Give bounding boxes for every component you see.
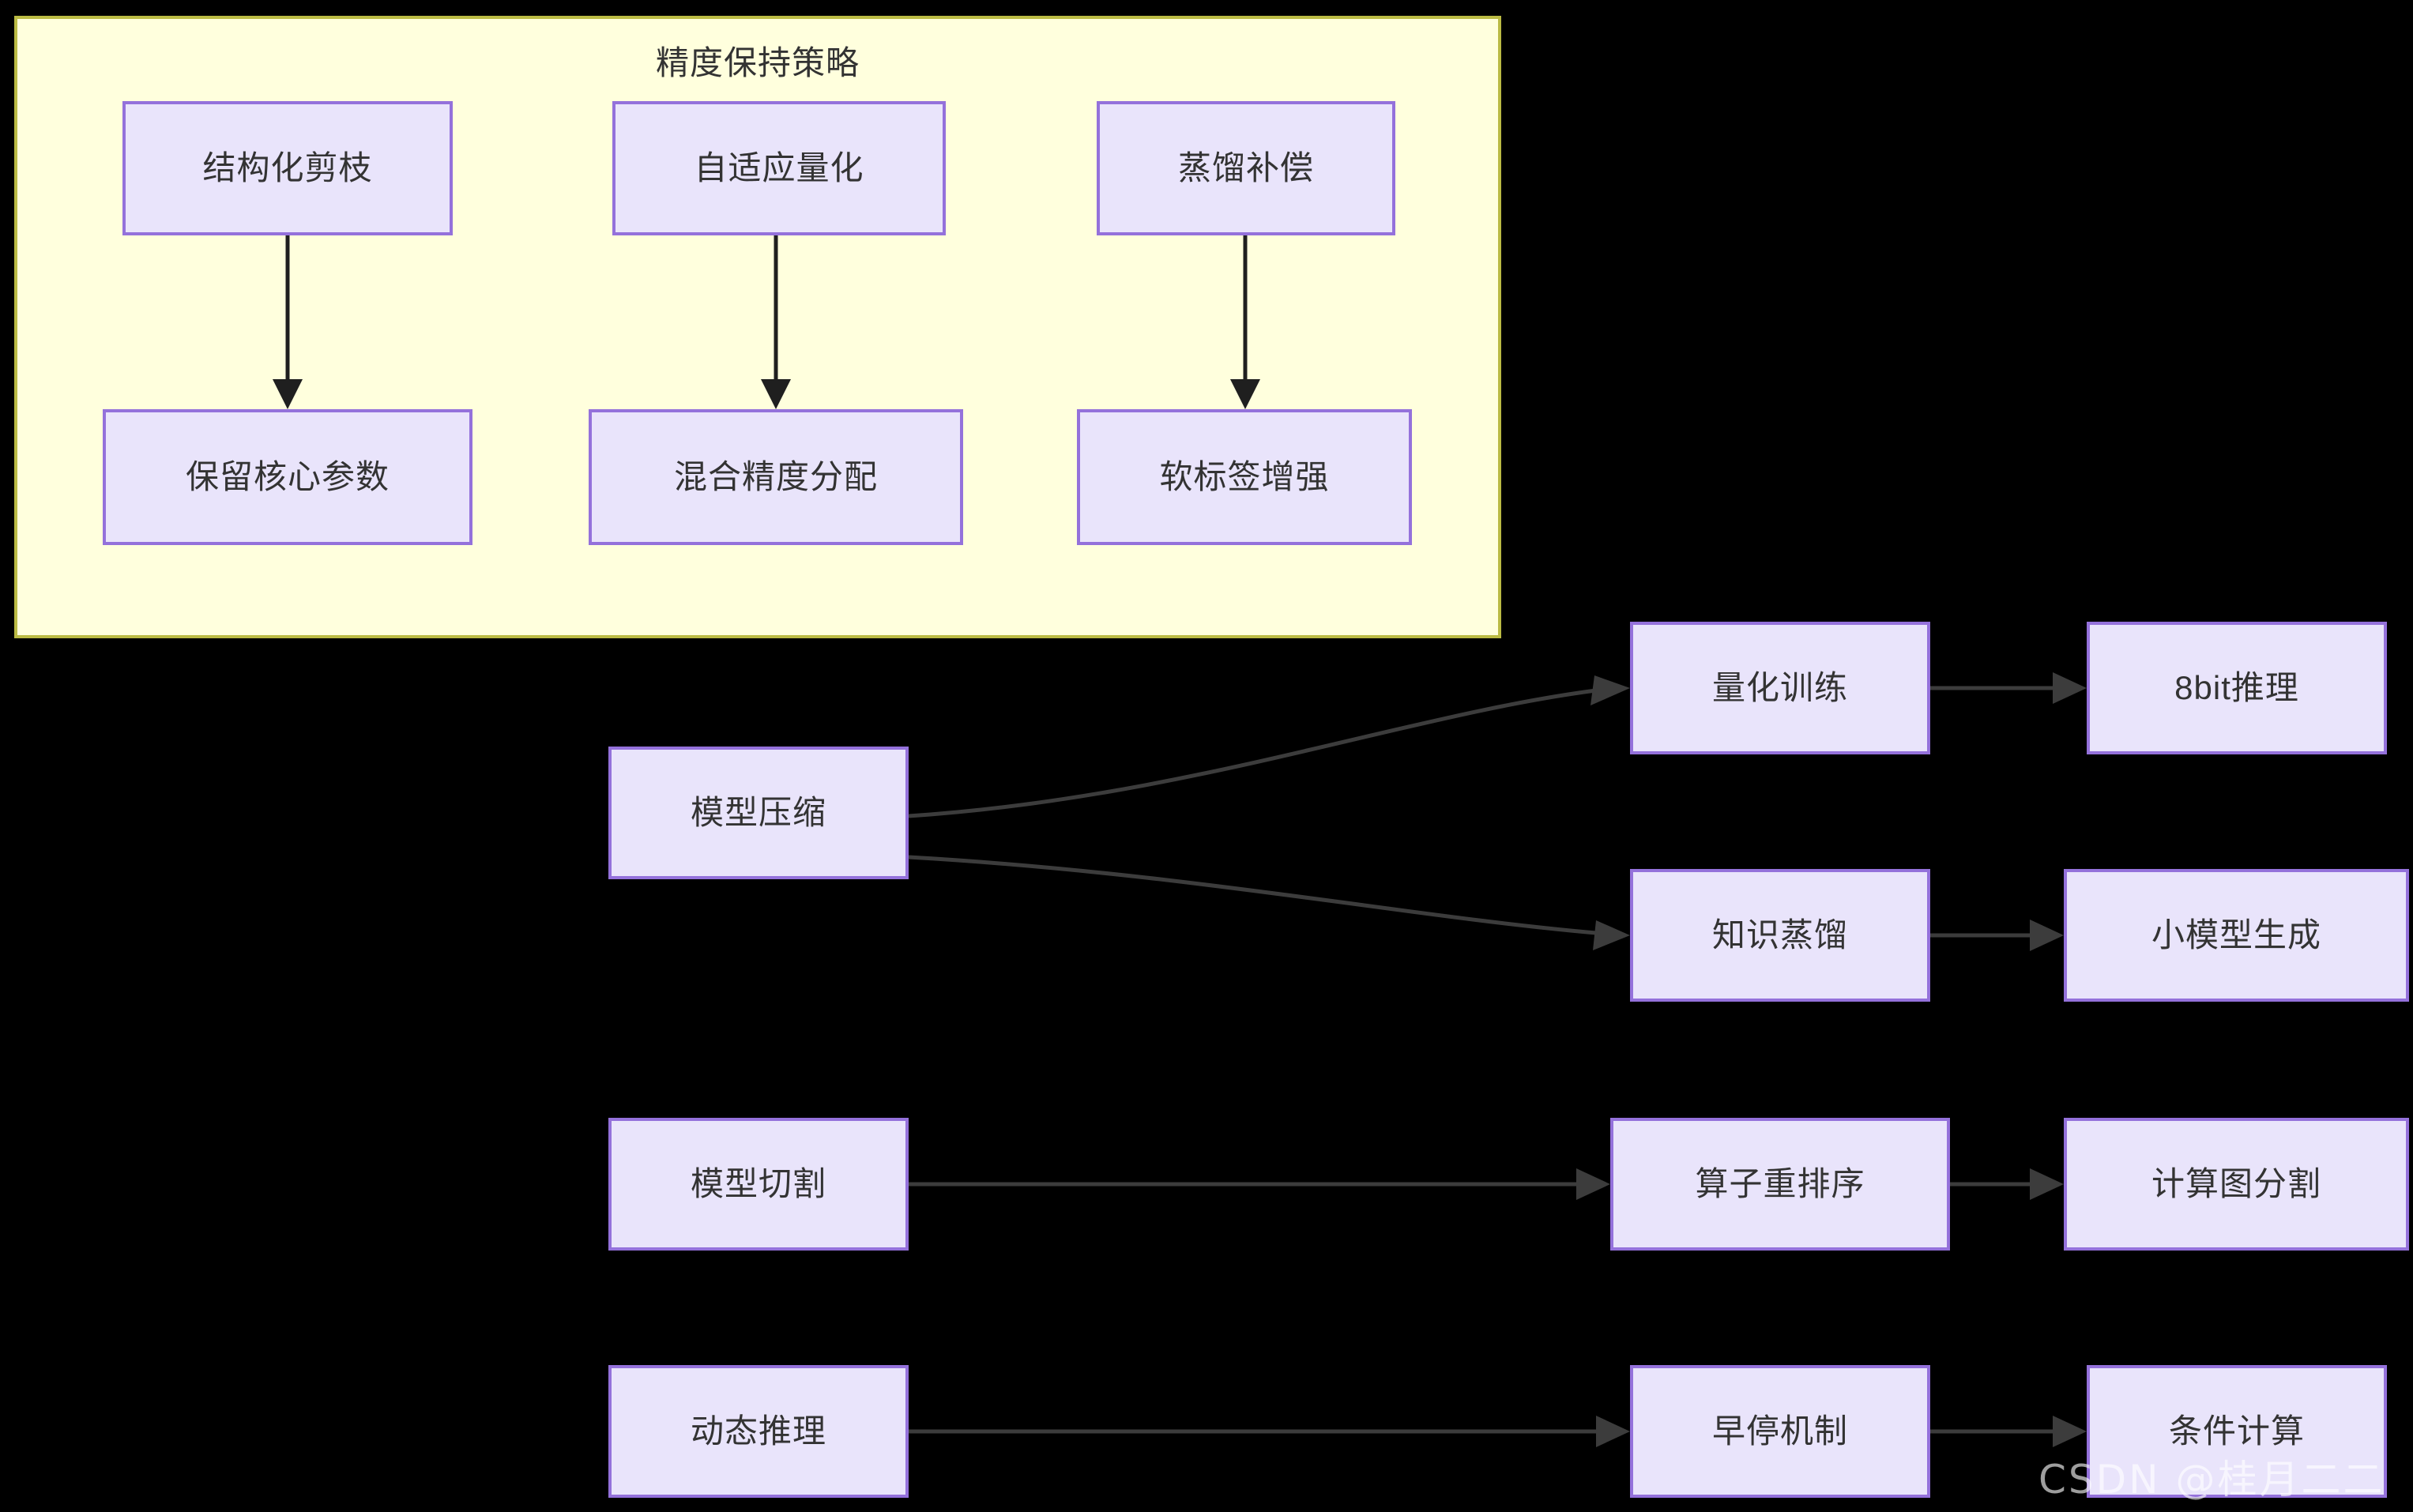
- node-label: 自适应量化: [694, 149, 864, 186]
- edge-early-stop-to-cond-compute: [1930, 1416, 2087, 1447]
- node-label: 蒸馏补偿: [1177, 149, 1314, 186]
- node-label: 模型压缩: [690, 793, 826, 831]
- node-label: 条件计算: [2168, 1412, 2305, 1450]
- edge-distillation-to-small-model: [1930, 920, 2064, 951]
- node-label: 算子重排序: [1695, 1164, 1865, 1202]
- node-label: 软标签增强: [1159, 457, 1330, 495]
- node-model-compression[interactable]: 模型压缩: [608, 747, 909, 879]
- node-label: 小模型生成: [2151, 916, 2321, 953]
- edge-reorder-to-graph-partition: [1950, 1168, 2064, 1200]
- node-soft-label-enhancement[interactable]: 软标签增强: [1077, 409, 1412, 545]
- node-label: 知识蒸馏: [1711, 916, 1848, 953]
- node-small-model-generation[interactable]: 小模型生成: [2064, 869, 2409, 1002]
- node-structured-pruning[interactable]: 结构化剪枝: [122, 101, 453, 235]
- edge-split-to-reorder: [909, 1168, 1610, 1200]
- node-label: 早停机制: [1711, 1412, 1848, 1450]
- node-label: 计算图分割: [2151, 1164, 2321, 1202]
- node-label: 混合精度分配: [673, 457, 878, 495]
- node-keep-core-params[interactable]: 保留核心参数: [103, 409, 472, 545]
- node-label: 结构化剪枝: [202, 149, 373, 186]
- node-mixed-precision-allocation[interactable]: 混合精度分配: [589, 409, 963, 545]
- csdn-watermark: CSDN @桂月二二: [2038, 1457, 2385, 1503]
- edge-compression-to-quant-training: [908, 675, 1630, 818]
- edge-compression-to-distillation: [908, 855, 1630, 950]
- node-dynamic-inference[interactable]: 动态推理: [608, 1365, 909, 1498]
- edge-quant-training-to-8bit: [1930, 672, 2087, 704]
- node-graph-partition[interactable]: 计算图分割: [2064, 1118, 2409, 1251]
- node-label: 动态推理: [690, 1412, 826, 1450]
- node-label: 8bit推理: [2174, 668, 2299, 706]
- node-adaptive-quantization[interactable]: 自适应量化: [612, 101, 946, 235]
- node-quantization-training[interactable]: 量化训练: [1630, 622, 1930, 754]
- node-label: 保留核心参数: [185, 457, 390, 495]
- node-distillation-compensation[interactable]: 蒸馏补偿: [1097, 101, 1395, 235]
- node-model-splitting[interactable]: 模型切割: [608, 1118, 909, 1251]
- node-label: 量化训练: [1711, 668, 1848, 706]
- node-operator-reordering[interactable]: 算子重排序: [1610, 1118, 1950, 1251]
- node-conditional-compute[interactable]: 条件计算: [2087, 1365, 2387, 1498]
- node-early-stopping[interactable]: 早停机制: [1630, 1365, 1930, 1498]
- node-label: 模型切割: [690, 1164, 826, 1202]
- subgraph-title: 精度保持策略: [655, 44, 860, 81]
- edge-dynamic-to-early-stop: [909, 1416, 1630, 1447]
- node-8bit-inference[interactable]: 8bit推理: [2087, 622, 2387, 754]
- node-knowledge-distillation[interactable]: 知识蒸馏: [1630, 869, 1930, 1002]
